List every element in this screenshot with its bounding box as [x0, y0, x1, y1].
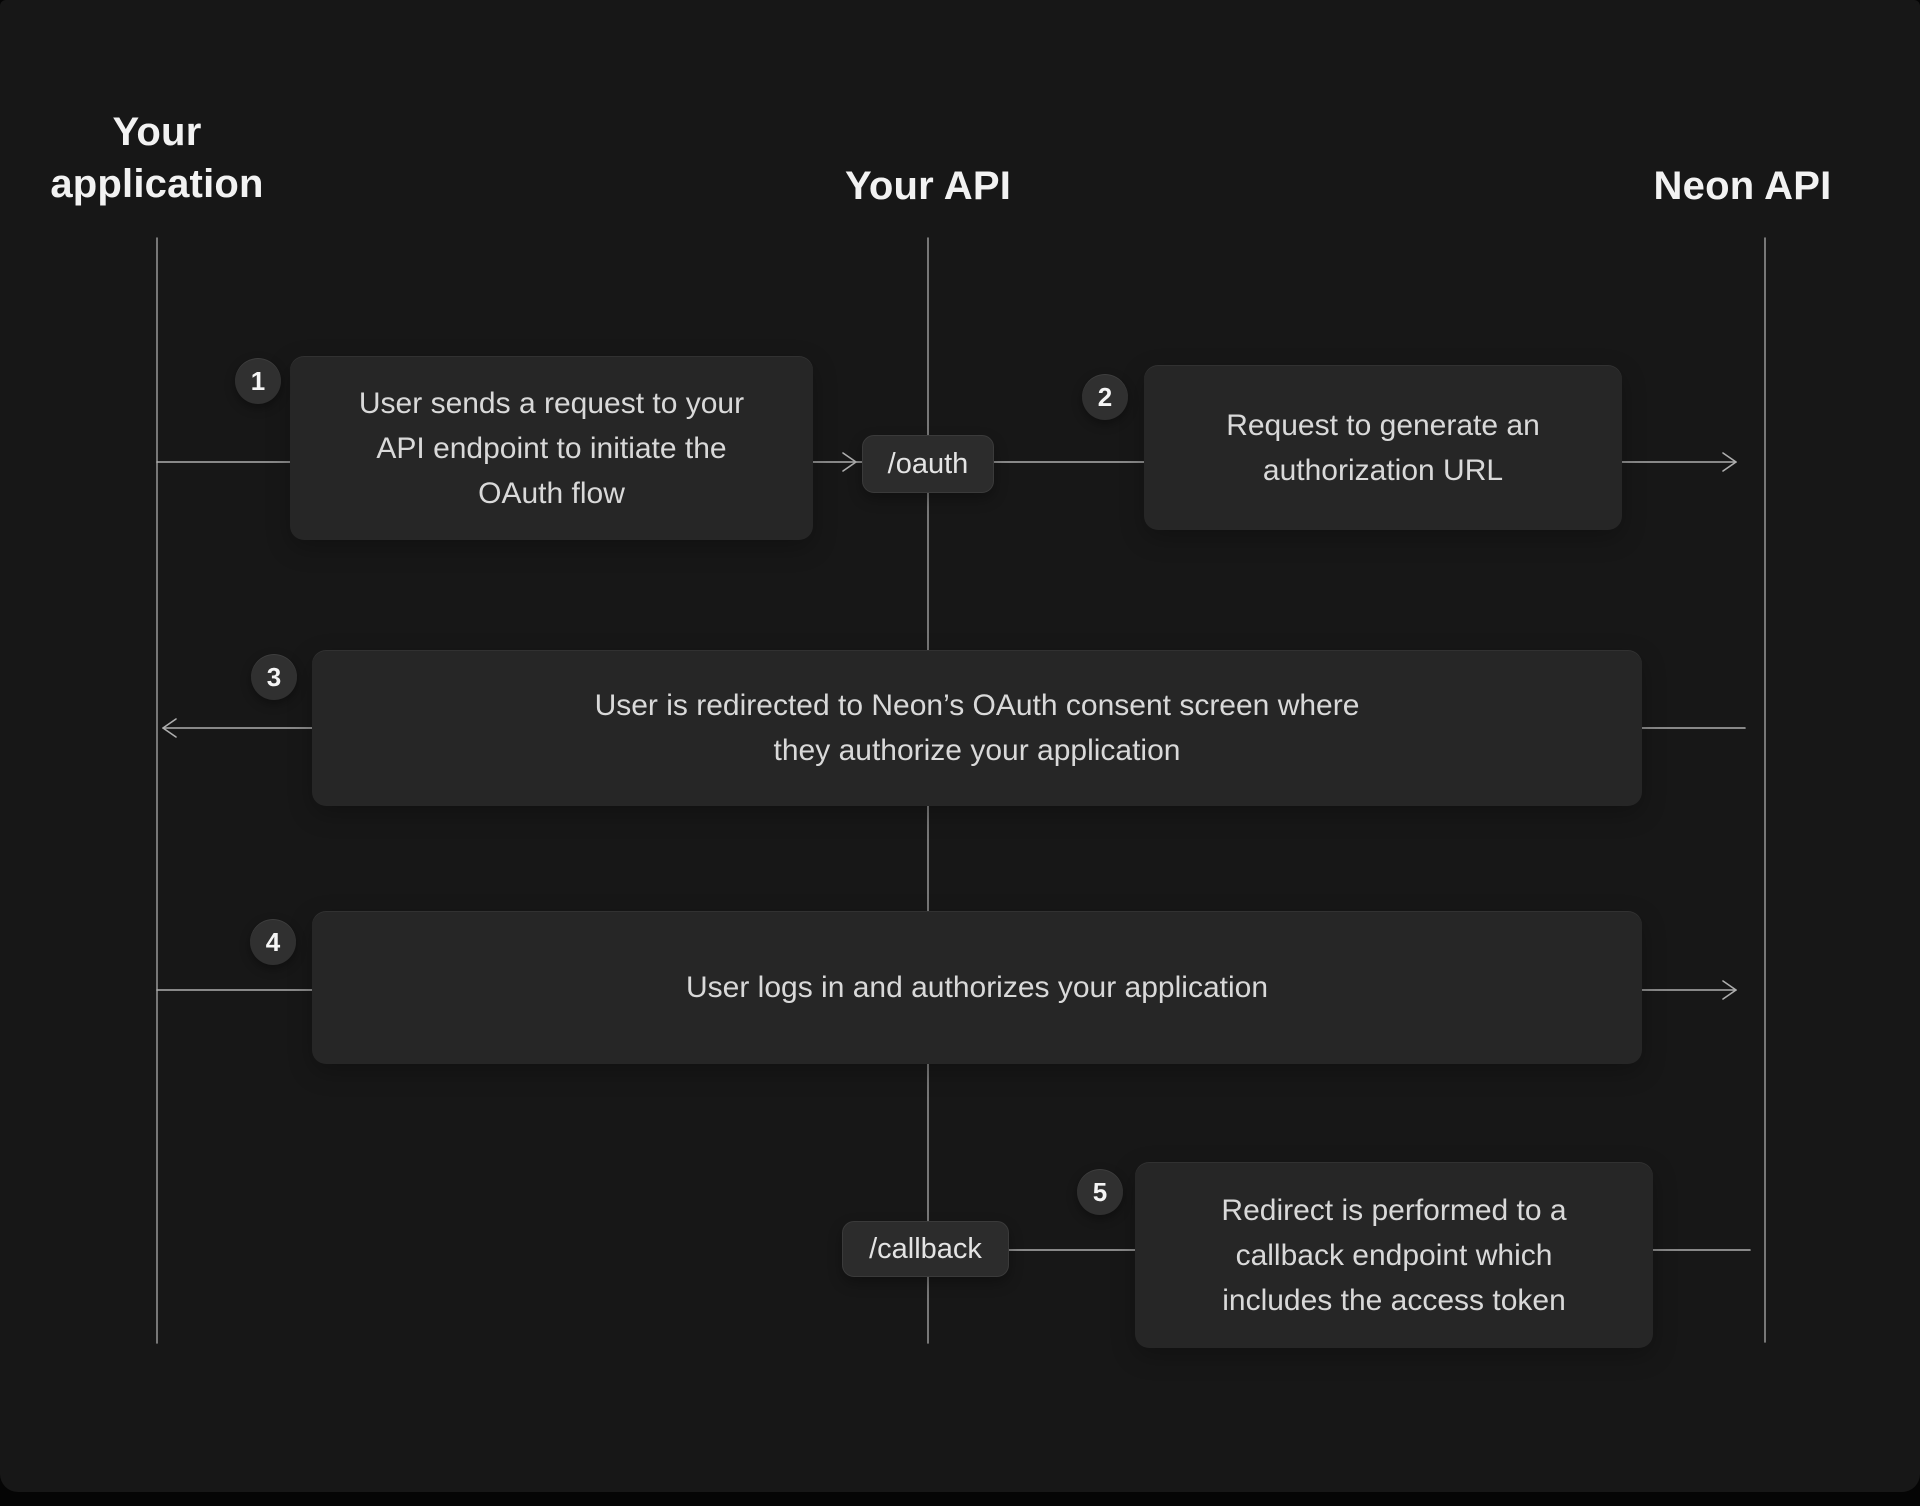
step-3-number-badge: 3: [251, 654, 297, 700]
step-4-text: User logs in and authorizes your applica…: [686, 971, 1268, 1004]
step-2-text: Request to generate an: [1226, 408, 1540, 442]
lane-label-your-application: Your application: [50, 110, 264, 206]
arrow-step-1-head-mid: [842, 452, 857, 472]
lane-label-neon-api: Neon API: [1653, 164, 1832, 208]
step-1-text: User sends a request to your: [358, 386, 745, 420]
step-5-box: Redirect is performed to a callback endp…: [1135, 1162, 1653, 1348]
step-2-text: authorization URL: [1262, 453, 1504, 487]
step-3-box: User is redirected to Neon’s OAuth conse…: [312, 650, 1642, 806]
step-5-text: includes the access token: [1222, 1283, 1566, 1317]
step-2-number-badge: 2: [1082, 374, 1128, 420]
step-1-box: User sends a request to your API endpoin…: [290, 356, 813, 540]
step-5-number-badge: 5: [1077, 1169, 1123, 1215]
step-4-number-badge: 4: [250, 919, 296, 965]
step-1-text: OAuth flow: [478, 476, 625, 510]
step-4-box: User logs in and authorizes your applica…: [312, 911, 1642, 1064]
callback-endpoint-pill: /callback: [842, 1221, 1009, 1277]
step-5-text: callback endpoint which: [1235, 1238, 1553, 1272]
arrow-step-3-head: [162, 718, 177, 738]
step-3-text: they authorize your application: [773, 734, 1181, 767]
step-3-text: User is redirected to Neon’s OAuth conse…: [594, 689, 1360, 722]
step-2-box: Request to generate an authorization URL: [1144, 365, 1622, 530]
arrow-step-4-head: [1722, 980, 1737, 1000]
arrow-step-2-head: [1722, 452, 1737, 472]
lane-label-your-api: Your API: [844, 164, 1012, 208]
step-1-number-badge: 1: [235, 358, 281, 404]
oauth-endpoint-pill: /oauth: [862, 435, 994, 493]
step-5-text: Redirect is performed to a: [1221, 1193, 1567, 1227]
step-1-text: API endpoint to initiate the: [376, 431, 727, 465]
